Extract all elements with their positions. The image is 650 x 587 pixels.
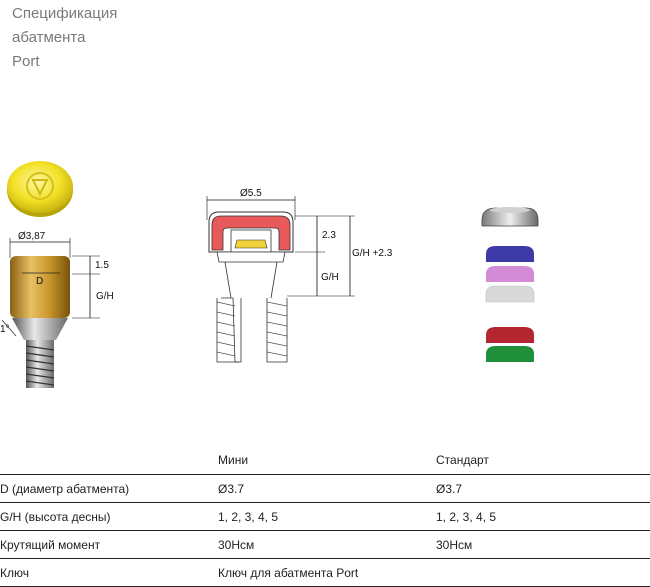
row-value-standard: Ø3.7 bbox=[436, 474, 650, 503]
table-row: Крутящий момент 30Нсм 30Нсм bbox=[0, 530, 650, 559]
spec-table: Мини Стандарт D (диаметр абатмента) Ø3.7… bbox=[0, 446, 650, 587]
header-cell-standard: Стандарт bbox=[436, 446, 650, 475]
angle-label: 1° bbox=[0, 324, 10, 335]
abutment-diameter-label: Ø3,87 bbox=[18, 231, 46, 242]
title-line-2: абатмента bbox=[12, 29, 86, 46]
title-line-3: Port bbox=[12, 53, 40, 70]
row-label: G/H (высота десны) bbox=[0, 502, 218, 531]
caps-column bbox=[481, 207, 539, 362]
row-value-mini: 30Нсм bbox=[218, 530, 436, 559]
table-header-row: Мини Стандарт bbox=[0, 446, 650, 475]
gh-label-center: G/H bbox=[321, 272, 339, 283]
row-value-standard: 1, 2, 3, 4, 5 bbox=[436, 502, 650, 531]
title-line-1: Спецификация bbox=[12, 5, 118, 22]
gh-total-label: G/H +2.3 bbox=[352, 248, 393, 259]
header-cell-mini: Мини bbox=[218, 446, 436, 475]
green-cap-icon bbox=[486, 346, 534, 362]
row-value-mini: Ключ для абатмента Port bbox=[218, 558, 436, 587]
gh-label-left: G/H bbox=[96, 291, 114, 302]
d-label: D bbox=[36, 276, 43, 287]
header-cell-empty bbox=[0, 446, 218, 475]
center-height-2-3-label: 2.3 bbox=[322, 230, 336, 241]
row-label: D (диаметр абатмента) bbox=[0, 474, 218, 503]
row-value-standard: 30Нсм bbox=[436, 530, 650, 559]
metal-cap-icon bbox=[481, 207, 539, 227]
table-row: D (диаметр абатмента) Ø3.7 Ø3.7 bbox=[0, 474, 650, 503]
cross-section-drawing: Ø5.5 2.3 G/H G/H +2.3 bbox=[206, 188, 393, 363]
red-cap-icon bbox=[486, 327, 534, 343]
center-diameter-label: Ø5.5 bbox=[240, 188, 262, 199]
row-value-mini: 1, 2, 3, 4, 5 bbox=[218, 502, 436, 531]
blue-cap-icon bbox=[486, 246, 534, 262]
row-value-mini: Ø3.7 bbox=[218, 474, 436, 503]
table-row: G/H (высота десны) 1, 2, 3, 4, 5 1, 2, 3… bbox=[0, 502, 650, 531]
spec-title: Спецификация абатмента Port bbox=[12, 2, 117, 74]
pink-cap-icon bbox=[486, 266, 534, 282]
yellow-cap-icon bbox=[7, 161, 73, 217]
height-1-5-label: 1.5 bbox=[95, 260, 109, 271]
row-value-standard bbox=[436, 558, 650, 587]
row-label: Ключ bbox=[0, 558, 218, 587]
white-cap-icon bbox=[485, 285, 535, 303]
abutment-side-drawing: Ø3,87 D 1.5 G/H 1° bbox=[0, 161, 114, 388]
table-row: Ключ Ключ для абатмента Port bbox=[0, 558, 650, 587]
row-label: Крутящий момент bbox=[0, 530, 218, 559]
